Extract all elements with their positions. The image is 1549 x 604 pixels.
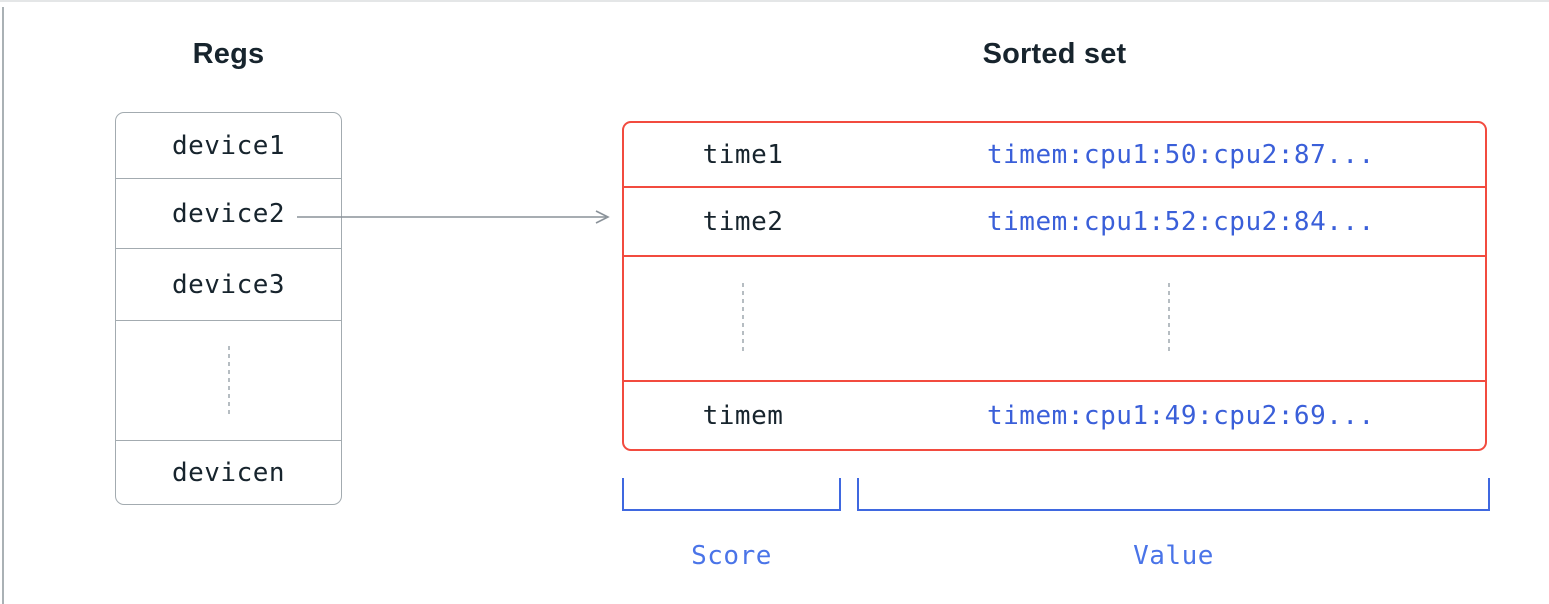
- score-time2: time2: [702, 206, 784, 237]
- value-time1: timem:cpu1:50:cpu2:87...: [987, 139, 1375, 170]
- devicen-label: devicen: [171, 457, 286, 488]
- device3-label: device3: [171, 269, 286, 300]
- regs-row-device3: device3: [116, 249, 341, 321]
- score-time1: time1: [702, 139, 784, 170]
- value-timem: timem:cpu1:49:cpu2:69...: [987, 400, 1375, 431]
- sorted-set-row-time2: time2 timem:cpu1:52:cpu2:84...: [624, 188, 1485, 257]
- device1-label: device1: [171, 130, 286, 161]
- device2-to-sortedset-arrow: [297, 210, 610, 224]
- regs-row-ellipsis: [116, 321, 341, 441]
- score-label: Score: [691, 541, 772, 571]
- device2-label: device2: [171, 198, 286, 229]
- regs-row-device1: device1: [116, 113, 341, 179]
- value-bracket: [857, 478, 1490, 511]
- sorted-set-box: time1 timem:cpu1:50:cpu2:87... time2 tim…: [622, 121, 1487, 451]
- sorted-set-row-time1: time1 timem:cpu1:50:cpu2:87...: [624, 123, 1485, 188]
- value-time2: timem:cpu1:52:cpu2:84...: [987, 206, 1375, 237]
- regs-title: Regs: [192, 38, 265, 70]
- vertical-ellipsis-icon: [227, 345, 230, 416]
- regs-row-devicen: devicen: [116, 441, 341, 504]
- score-vertical-ellipsis-icon: [742, 283, 744, 355]
- page-left-edge: [2, 7, 4, 604]
- regs-list-box: device1 device2 device3 devicen: [115, 112, 342, 505]
- sorted-set-title: Sorted set: [982, 38, 1127, 70]
- value-label: Value: [1133, 541, 1214, 571]
- score-timem: timem: [702, 400, 784, 431]
- score-bracket: [622, 478, 841, 511]
- value-vertical-ellipsis-icon: [1168, 283, 1170, 355]
- regs-row-device2: device2: [116, 179, 341, 249]
- sorted-set-row-ellipsis: [624, 257, 1485, 382]
- sorted-set-row-timem: timem timem:cpu1:49:cpu2:69...: [624, 382, 1485, 449]
- page-top-edge: [0, 0, 1549, 2]
